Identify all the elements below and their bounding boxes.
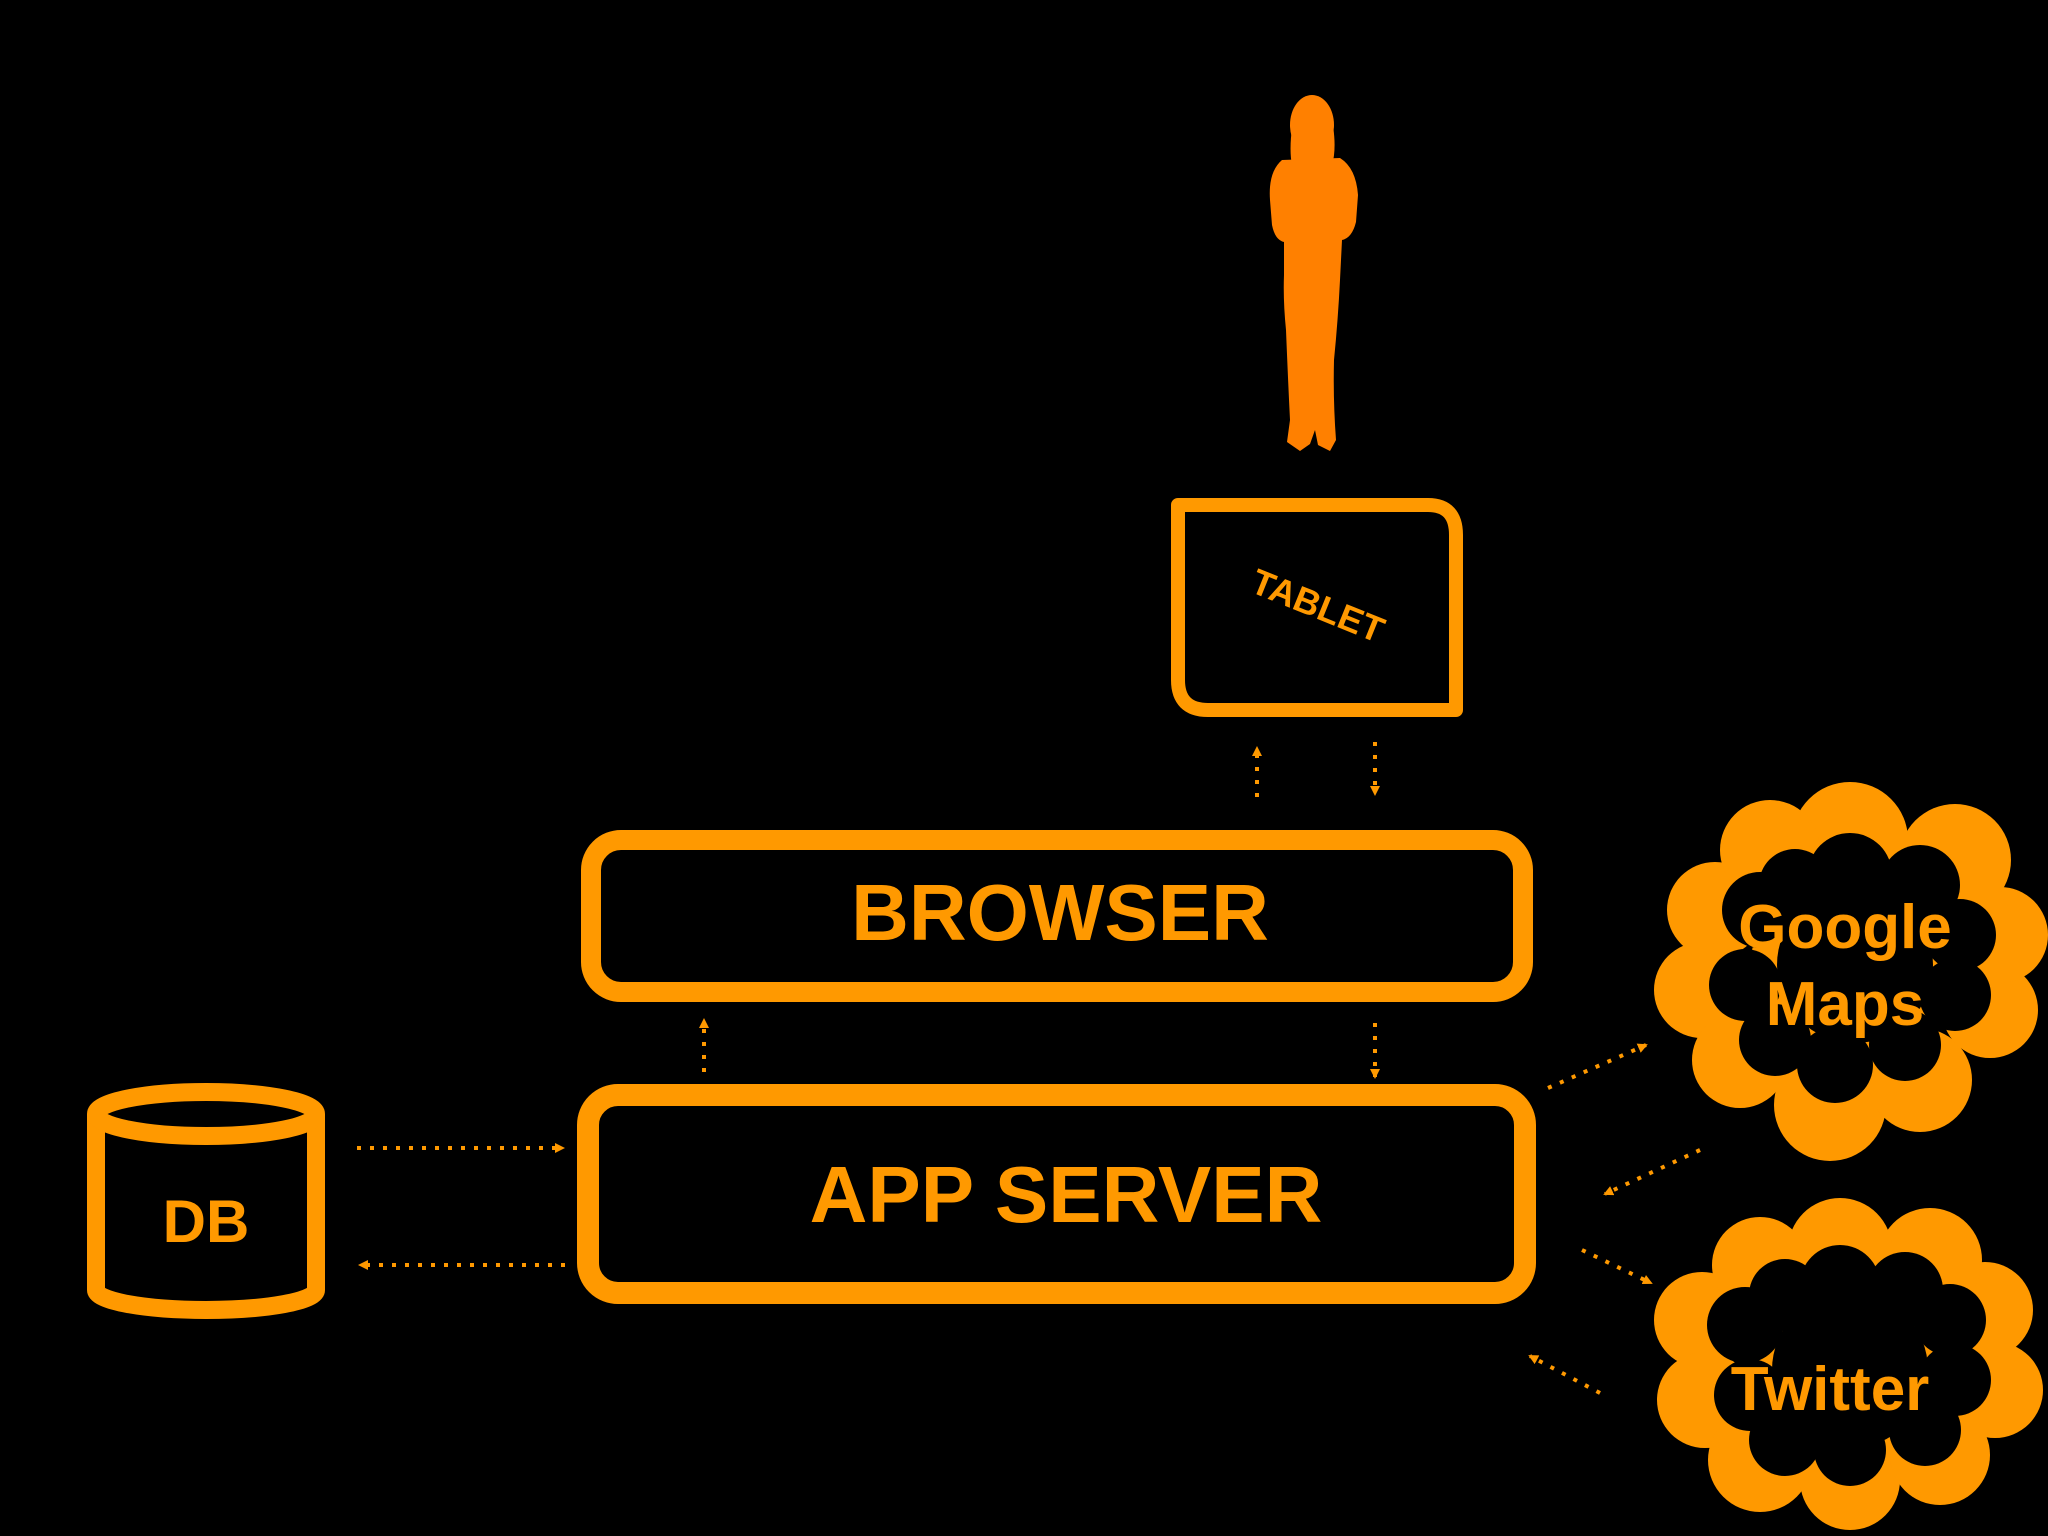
edge-google-maps-to-app-server (1603, 1148, 1701, 1196)
google-maps-label-line2: Maps (1766, 970, 1924, 1039)
browser-node: BROWSER (581, 830, 1533, 1002)
twitter-label: Twitter (1731, 1355, 1930, 1424)
edges (357, 742, 1701, 1395)
database-cylinder-icon (87, 1083, 325, 1319)
twitter-node: Twitter (1654, 1198, 2043, 1530)
tablet-node: TABLET (1171, 498, 1463, 717)
edge-app-server-to-google-maps (1547, 1043, 1648, 1090)
app-server-node: APP SERVER (577, 1084, 1536, 1304)
tablet-icon (1171, 498, 1463, 717)
browser-box (581, 830, 1533, 1002)
edge-twitter-to-app-server (1528, 1354, 1601, 1395)
app-server-box (577, 1084, 1536, 1304)
tablet-label: TABLET (1246, 561, 1391, 651)
edge-app-server-to-twitter (1581, 1248, 1653, 1285)
browser-label: BROWSER (851, 868, 1269, 957)
google-maps-label-line1: Google (1738, 893, 1952, 962)
db-label: DB (163, 1188, 250, 1255)
db-node: DB (87, 1083, 325, 1319)
google-maps-node: Google Maps (1654, 782, 2048, 1161)
person-silhouette-icon (1269, 95, 1358, 451)
app-server-label: APP SERVER (810, 1150, 1323, 1239)
